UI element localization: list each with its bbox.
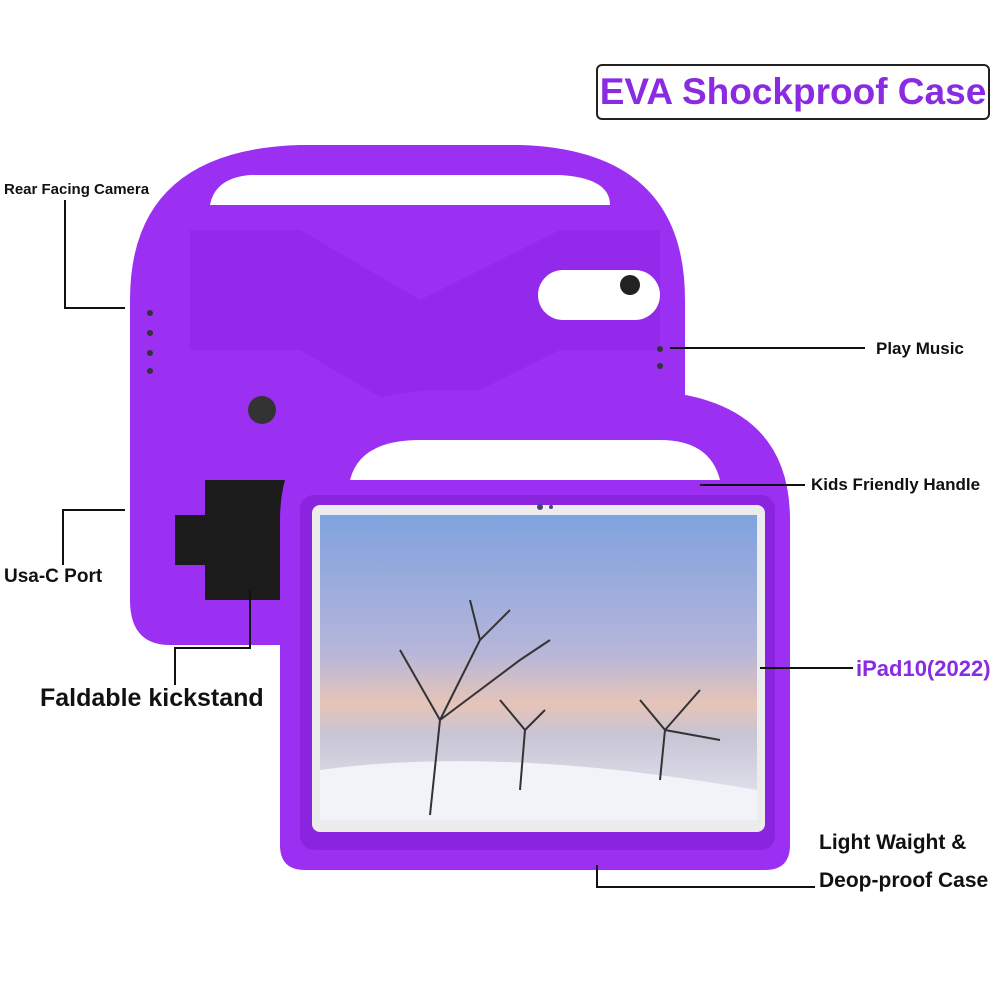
- label-kickstand: Faldable kickstand: [40, 684, 264, 712]
- label-drop-proof: Deop-proof Case: [819, 869, 989, 892]
- front-case: [280, 390, 790, 870]
- leader-lines: [62, 200, 865, 888]
- title-banner: EVA Shockproof Case: [596, 64, 990, 120]
- label-rear-camera: Rear Facing Camera: [4, 181, 150, 198]
- camera-cutout: [538, 270, 660, 320]
- label-usb-port: Usa-C Port: [4, 566, 103, 587]
- camera-lens-icon: [620, 275, 640, 295]
- label-play-music: Play Music: [876, 339, 964, 358]
- label-light-weight: Light Waight &: [819, 831, 967, 854]
- label-model: iPad10(2022): [856, 656, 991, 681]
- label-kids-handle: Kids Friendly Handle: [811, 475, 981, 494]
- kickstand: [175, 480, 300, 600]
